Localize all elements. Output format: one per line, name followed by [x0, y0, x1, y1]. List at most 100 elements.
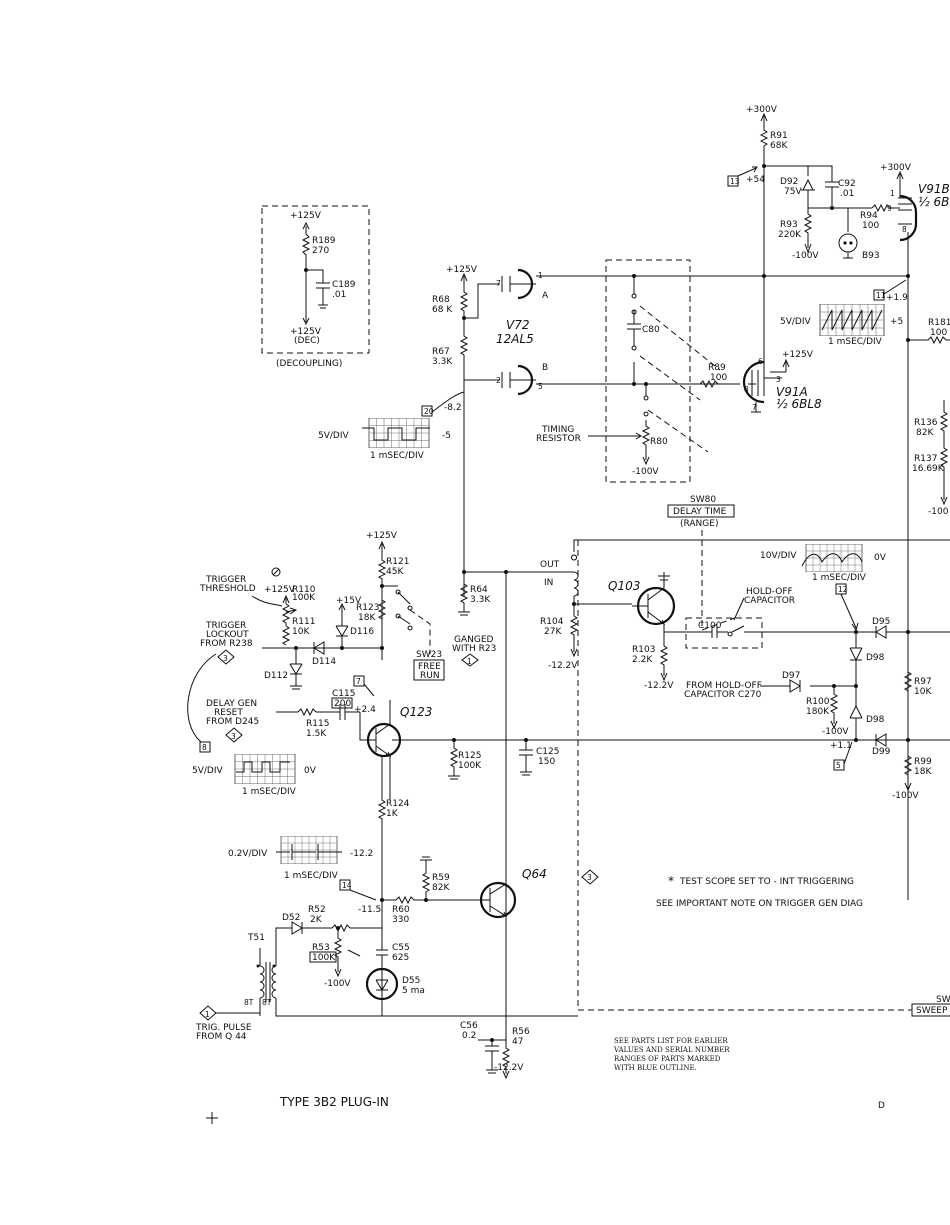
d98b-label: D98	[866, 715, 885, 725]
r115-label: R115	[306, 719, 329, 729]
timing-label-2: RESISTOR	[536, 434, 581, 444]
r104-value: 27K	[544, 627, 562, 637]
hold-off-label-1: HOLD-OFF	[746, 587, 793, 597]
trig-threshold-1: TRIGGER	[205, 575, 246, 585]
q123-name: Q123	[400, 705, 432, 719]
r91-value: 68K	[770, 141, 788, 151]
waveform-4-time: 1 mSEC/DIV	[242, 787, 297, 797]
v91a-section: +125V 6 8 3 7 V91A ½ 6BL8	[742, 350, 822, 413]
c115-value: 200	[334, 699, 351, 709]
rail-minus-100-r80: -100V	[632, 467, 659, 477]
r100-label: R100	[806, 697, 830, 707]
rail-minus-12-2-r56: -12.2V	[494, 1063, 524, 1073]
parts-note-line-4: WITH BLUE OUTLINE.	[614, 1064, 697, 1072]
waveform-2-vdiv: 5V/DIV	[318, 431, 349, 441]
r89-label: R89	[708, 363, 726, 373]
c55-value: 625	[392, 953, 409, 963]
d97-label: D97	[782, 671, 800, 681]
r121-label: R121	[386, 557, 409, 567]
v91b-name: V91B	[918, 182, 950, 196]
r53-value: 100K	[312, 953, 336, 963]
r103-label: R103	[632, 645, 655, 655]
decoupling-caption: (DECOUPLING)	[276, 359, 342, 369]
v91b-pin-1: 1	[890, 189, 895, 198]
r94-label: R94	[860, 211, 878, 221]
r64-out-in: R64 3.3K OUT IN R104 27K -12.2V	[458, 539, 950, 1040]
delay-gen-2: RESET	[214, 708, 243, 718]
d55-value: 5 ma	[402, 986, 425, 996]
sweep-link: SW SWEEP 3	[577, 540, 950, 1017]
delay-gen-1: DELAY GEN	[206, 699, 257, 709]
v91b-pin-8: 8	[902, 225, 907, 234]
r94-value: 100	[862, 221, 879, 231]
t51-label: T51	[247, 933, 265, 943]
trig-lockout-2: LOCKOUT	[206, 630, 249, 640]
r56-value: 47	[512, 1037, 523, 1047]
rail-minus-100-r99: -100V	[892, 791, 919, 801]
from-hold-off-1: FROM HOLD-OFF	[686, 681, 762, 691]
rail-minus-100-r55: -100V	[324, 979, 351, 989]
d52-label: D52	[282, 913, 300, 923]
tp20-number: 20	[424, 407, 434, 416]
r60-value: 330	[392, 915, 409, 925]
d95-label: D95	[872, 617, 890, 627]
sweep-sw-name[interactable]: SWEEP	[916, 1006, 948, 1016]
waveform-2-time: 1 mSEC/DIV	[370, 451, 425, 461]
r67-value: 3.3K	[432, 357, 453, 367]
r91-label: R91	[770, 131, 788, 141]
c92-label: C92	[838, 179, 856, 189]
voltage-plus-5: +5	[890, 317, 903, 327]
sw23-run[interactable]: RUN	[420, 671, 440, 681]
sw23-free[interactable]: FREE	[418, 662, 441, 672]
r93-label: R93	[780, 220, 798, 230]
t51-turns-left: 8T	[244, 998, 254, 1007]
voltage-minus-11-5: -11.5	[358, 905, 381, 915]
diode-network: D95 D98 D97 FROM HOLD-OFF CAPACITOR C270…	[684, 617, 950, 801]
q103-name: Q103	[608, 579, 640, 593]
c56-label: C56	[460, 1021, 478, 1031]
voltage-minus-8-2: -8.2	[444, 403, 462, 413]
c100-label: C100	[698, 621, 722, 631]
v72-type: 12AL5	[496, 332, 534, 346]
r59-label: R59	[432, 873, 450, 883]
trig-lockout-1: TRIGGER	[205, 621, 246, 631]
r99-value: 18K	[914, 767, 932, 777]
v72-section: +125V R68 68 K R67 3.3K 7 1 A 2 5 B V72 …	[432, 166, 910, 596]
note-important: SEE IMPORTANT NOTE ON TRIGGER GEN DIAG	[656, 899, 863, 909]
r123-label: R123	[356, 603, 379, 613]
r64-value: 3.3K	[470, 595, 491, 605]
voltage-0v-a: 0V	[874, 553, 887, 563]
v91a-pin-8: 8	[744, 385, 749, 394]
sw80-switch-name[interactable]: DELAY TIME	[673, 507, 727, 517]
r97-value: 10K	[914, 687, 932, 697]
c115-label: C115	[332, 689, 355, 699]
decoupling-top-rail: +125V	[290, 211, 322, 221]
r52-label: R52	[308, 905, 326, 915]
c125-label: C125	[536, 747, 559, 757]
r60-label: R60	[392, 905, 410, 915]
trig-pulse-2: FROM Q 44	[196, 1032, 247, 1042]
rail-15: +15V	[336, 596, 362, 606]
waveform-tp11: 11 +1.9 5V/DIV 1 mSEC/DIV +5	[780, 279, 908, 347]
sw80-timing-section: C80 R80 -100V TIMING RESISTOR R89 100 SW…	[536, 259, 741, 631]
c56-value: 0.2	[462, 1031, 476, 1041]
c55-label: C55	[392, 943, 410, 953]
voltage-plus-1-9: +1.9	[886, 293, 908, 303]
d114-label: D114	[312, 657, 336, 667]
voltage-plus-1-1: +1.1	[830, 741, 852, 751]
v72-name: V72	[506, 318, 529, 332]
r124-value: 1K	[386, 809, 399, 819]
v91b-type: ½ 6BL8	[918, 195, 950, 209]
diamond-3c: 3	[587, 873, 592, 882]
r100-value: 180K	[806, 707, 830, 717]
rail-minus-100-r100: -100V	[822, 727, 849, 737]
r189-value: 270	[312, 246, 329, 256]
d99-label: D99	[872, 747, 891, 757]
registration-cross-icon	[206, 1112, 218, 1124]
trig-threshold-2: THRESHOLD	[199, 584, 256, 594]
waveform-tp20: 20 -8.2 5V/DIV 1 mSEC/DIV -5	[318, 391, 465, 461]
voltage-plus-54: +54	[746, 175, 765, 185]
note-asterisk: *	[668, 874, 674, 888]
r121-value: 45K	[386, 567, 404, 577]
decoupling-bottom-sub: (DEC)	[294, 336, 320, 346]
